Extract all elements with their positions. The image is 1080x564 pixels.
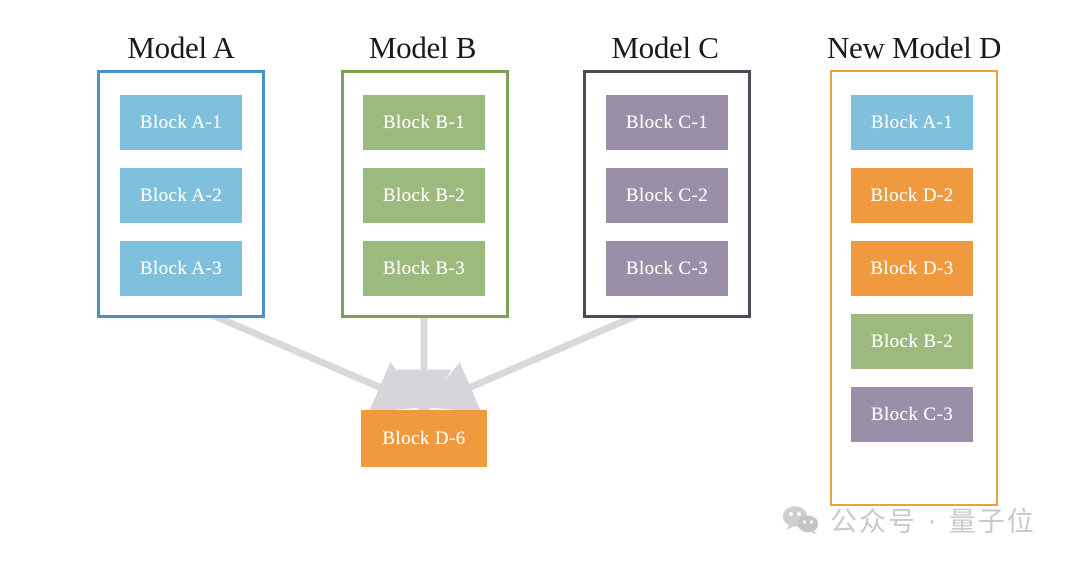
column-title-model-a: Model A: [127, 30, 235, 65]
block-a-3: Block A-3: [120, 241, 242, 296]
block-c-3: Block C-3: [606, 241, 728, 296]
block-d-slot-1-a-1: Block A-1: [851, 95, 973, 150]
block-c-1: Block C-1: [606, 95, 728, 150]
block-d-slot-2-d-2: Block D-2: [851, 168, 973, 223]
block-c-2: Block C-2: [606, 168, 728, 223]
block-d-6: Block D-6: [361, 410, 487, 467]
block-a-2: Block A-2: [120, 168, 242, 223]
block-b-2: Block B-2: [363, 168, 485, 223]
block-d-slot-4-b-2: Block B-2: [851, 314, 973, 369]
block-a-1: Block A-1: [120, 95, 242, 150]
column-title-new-model-d: New Model D: [826, 30, 1002, 65]
block-b-1: Block B-1: [363, 95, 485, 150]
watermark-text: 公众号 · 量子位: [830, 507, 1036, 538]
block-d-slot-5-c-3: Block C-3: [851, 387, 973, 442]
block-b-3: Block B-3: [363, 241, 485, 296]
block-d-slot-3-d-3: Block D-3: [851, 241, 973, 296]
column-title-model-b: Model B: [368, 30, 477, 65]
wechat-icon: [782, 505, 819, 534]
watermark: 公众号 · 量子位: [782, 500, 1036, 539]
column-title-model-c: Model C: [611, 30, 719, 65]
